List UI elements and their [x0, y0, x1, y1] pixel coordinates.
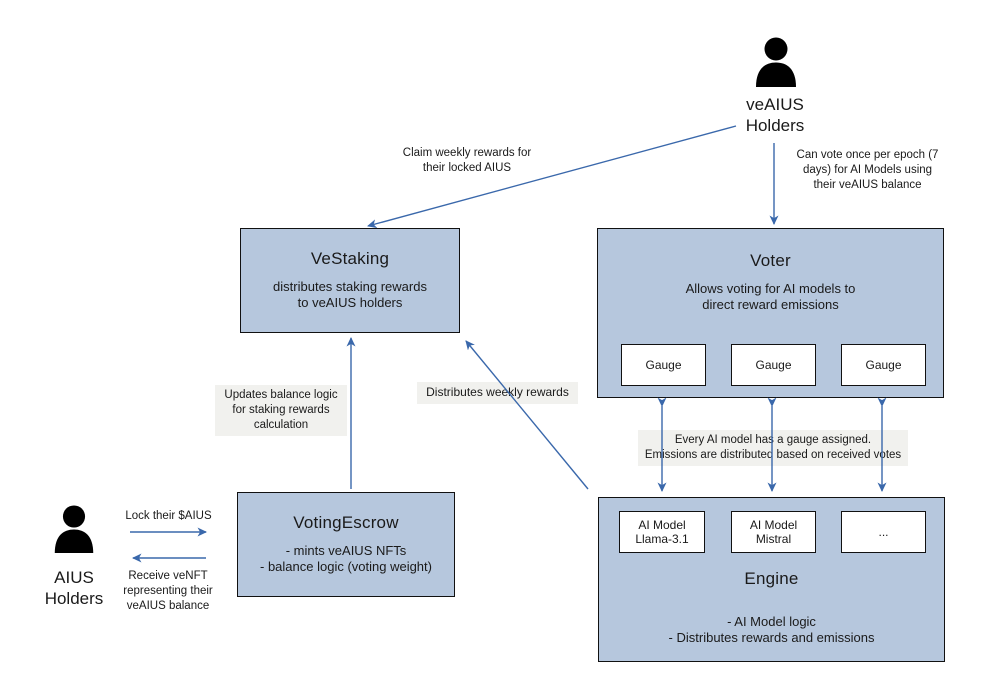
- arrow-claim-rewards: [367, 125, 737, 229]
- ai-model-label: AI Model Mistral: [749, 517, 798, 546]
- node-voter: Voter Allows voting for AI models to dir…: [597, 228, 944, 398]
- person-icon: [54, 505, 94, 554]
- node-votingescrow: VotingEscrow - mints veAIUS NFTs - balan…: [237, 492, 455, 597]
- edge-label-vote-per-epoch: Can vote once per epoch (7 days) for AI …: [796, 149, 939, 191]
- gauge-box: Gauge: [841, 344, 926, 386]
- engine-body: - AI Model logic - Distributes rewards a…: [668, 614, 875, 646]
- vestaking-title: VeStaking: [310, 249, 390, 268]
- gauge-box: Gauge: [621, 344, 706, 386]
- node-engine: AI Model Llama-3.1 AI Model Mistral ... …: [598, 497, 945, 662]
- edge-label-receive-venft: Receive veNFT representing their veAIUS …: [123, 570, 213, 612]
- votingescrow-title: VotingEscrow: [293, 513, 399, 532]
- ai-model-box: AI Model Mistral: [731, 511, 816, 553]
- person-icon: [756, 37, 796, 87]
- note-updates-balance-logic: Updates balance logic for staking reward…: [215, 385, 347, 436]
- ai-model-box: AI Model Llama-3.1: [619, 511, 705, 553]
- aius-holders-label: AIUS Holders: [44, 568, 104, 609]
- note-gauge-assignment: Every AI model has a gauge assigned. Emi…: [638, 430, 908, 466]
- voter-title: Voter: [750, 251, 791, 270]
- ai-model-label: ...: [878, 524, 889, 539]
- gauge-label: Gauge: [645, 357, 682, 372]
- engine-title: Engine: [744, 569, 799, 588]
- node-vestaking: VeStaking distributes staking rewards to…: [240, 228, 460, 333]
- gauge-label: Gauge: [865, 357, 902, 372]
- voter-body: Allows voting for AI models to direct re…: [685, 281, 856, 313]
- ai-model-box: ...: [841, 511, 926, 553]
- edge-label-claim-rewards: Claim weekly rewards for their locked AI…: [402, 147, 532, 174]
- note-distributes-weekly-rewards: Distributes weekly rewards: [417, 382, 578, 404]
- ai-model-label: AI Model Llama-3.1: [635, 517, 689, 546]
- edge-label-lock-aius: Lock their $AIUS: [125, 510, 212, 522]
- arrow-engine-to-vestaking: [465, 340, 589, 490]
- gauge-box: Gauge: [731, 344, 816, 386]
- veaius-holders-label: veAIUS Holders: [745, 95, 805, 136]
- gauge-label: Gauge: [755, 357, 792, 372]
- votingescrow-body: - mints veAIUS NFTs - balance logic (vot…: [260, 543, 432, 575]
- vestaking-body: distributes staking rewards to veAIUS ho…: [273, 279, 427, 311]
